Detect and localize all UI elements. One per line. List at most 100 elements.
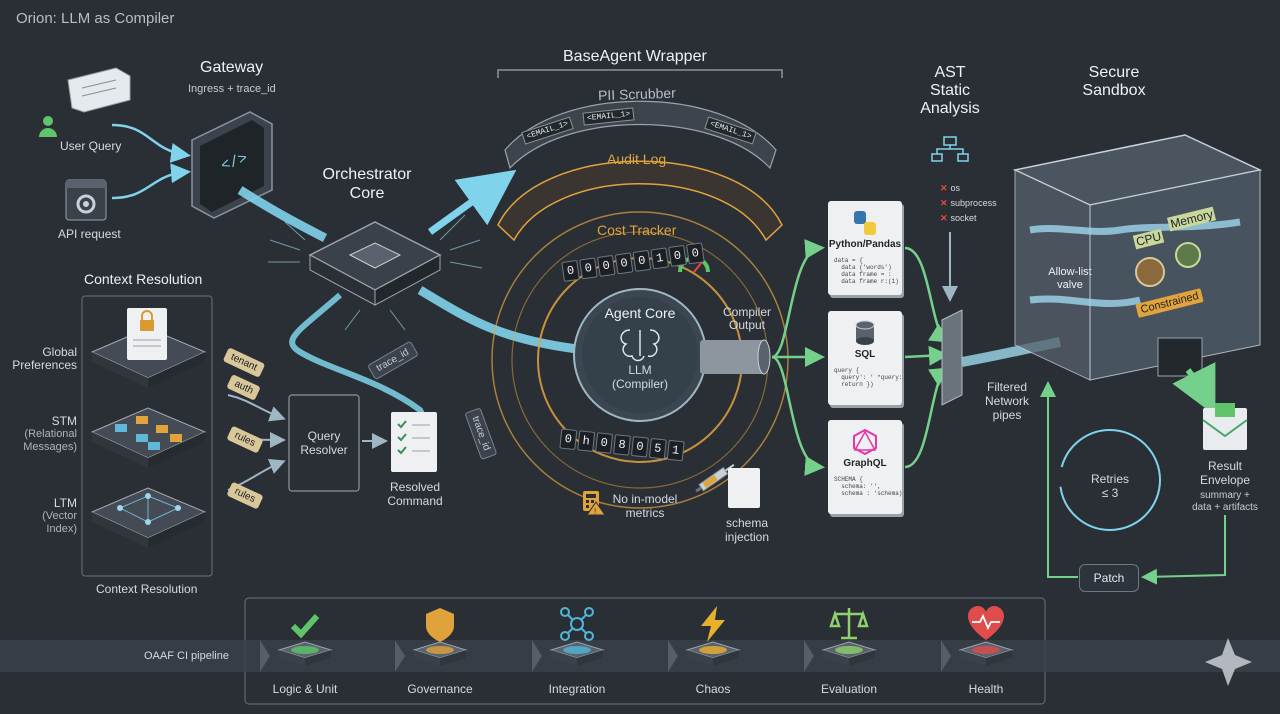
- python-icon: [828, 201, 902, 241]
- counter-digit: 0: [686, 242, 705, 265]
- schema-injection-line1: schema: [725, 516, 769, 530]
- result-line1: Result: [1207, 459, 1242, 473]
- pipeline-stage-label: Logic & Unit: [272, 682, 338, 696]
- counter-digit: 0: [579, 257, 598, 280]
- lightning-icon: [693, 604, 733, 644]
- context-layer-detail: (Relational: [24, 428, 77, 440]
- filtered-pipes-line2: Network: [984, 394, 1029, 408]
- heart-icon: [966, 604, 1006, 644]
- gateway-beam: [237, 186, 328, 242]
- compiler-output-pipe: [700, 339, 771, 375]
- counter-digit: 8: [613, 434, 632, 456]
- blocked-x-icon: ✕: [940, 183, 948, 193]
- no-metrics-line2: metrics: [625, 506, 665, 520]
- context-layers: [90, 327, 207, 548]
- counter-digit: 0: [561, 259, 580, 282]
- shield-icon: [420, 604, 460, 644]
- envelope-icon: [1202, 403, 1248, 450]
- ast-title-line3: Analysis: [920, 100, 980, 117]
- orchestrator-title-line2: Core: [349, 185, 385, 202]
- user-query-label: User Query: [60, 139, 122, 153]
- schema-document-icon: [728, 468, 760, 508]
- pipeline-stage-label: Governance: [407, 682, 473, 696]
- context-resolution-footer: Context Resolution: [96, 582, 198, 596]
- counter-digit: 1: [666, 439, 685, 462]
- pii-scrubber-label: PII Scrubber: [597, 84, 677, 104]
- counter-digit: 5: [648, 437, 667, 460]
- pipeline-pedestal: [685, 640, 741, 668]
- scale-icon: [829, 604, 869, 644]
- outer-ring: [491, 211, 789, 509]
- page-title: Orion: LLM as Compiler: [16, 10, 175, 27]
- sandbox-cube: [1012, 134, 1263, 381]
- sparkle-icon: [1205, 638, 1252, 686]
- blocked-module: ✕socket: [940, 213, 977, 224]
- query-resolver-line2: Resolver: [300, 443, 348, 457]
- compiler-output-line2: Output: [728, 318, 766, 332]
- filtered-pipes-line3: pipes: [992, 408, 1022, 422]
- network-icon: [557, 604, 597, 644]
- counter-digit: 0: [614, 252, 634, 275]
- gateway-box: [191, 111, 273, 219]
- context-frame: [81, 295, 213, 577]
- api-request-arrow: [111, 163, 191, 200]
- wrapper-bracket: [497, 69, 783, 78]
- compiler-output-line1: Compiler: [722, 305, 771, 319]
- brain-icon: [620, 329, 660, 362]
- patch-button[interactable]: Patch: [1079, 564, 1139, 592]
- user-query-arrow: [111, 123, 191, 163]
- orchestrator-agent-beam: [417, 286, 586, 355]
- counter-digit: h: [577, 430, 596, 452]
- context-layer-detail: Messages): [23, 441, 77, 453]
- no-metrics-line1: No in-model: [612, 492, 678, 506]
- result-detail-line2: data + artifacts: [1192, 502, 1258, 513]
- pipeline-stage-label: Health: [968, 682, 1004, 696]
- blocked-module-label: os: [950, 183, 961, 193]
- api-request-label: API request: [58, 227, 121, 241]
- counter-digit: 0: [630, 435, 649, 458]
- counter-digit: 1: [650, 247, 670, 270]
- blocked-module-label: subprocess: [950, 198, 997, 208]
- retries-line2: ≤ 3: [1101, 486, 1119, 500]
- pipeline-chevron: [260, 640, 270, 672]
- pipeline-pedestal: [958, 640, 1014, 668]
- resolved-command-document: [391, 412, 437, 472]
- chat-bubble-icon: [64, 60, 132, 116]
- context-layer-label: LTM: [53, 496, 77, 510]
- result-line2: Envelope: [1199, 473, 1251, 487]
- agent-core-compiler: (Compiler): [611, 377, 668, 391]
- orchestrator-to-wrapper-arrow: [427, 169, 517, 235]
- api-window-icon: [64, 178, 108, 222]
- context-layer-label: Global: [42, 345, 77, 359]
- result-detail-line1: summary +: [1200, 490, 1250, 501]
- blocked-module: ✕subprocess: [940, 198, 997, 209]
- pipeline-pedestal: [549, 640, 605, 668]
- counter-digit: 0: [595, 432, 614, 454]
- counter-digit: 0: [668, 244, 687, 267]
- pipeline-chevron: [395, 640, 405, 672]
- database-icon: [828, 311, 902, 351]
- pipeline-chevron: [532, 640, 542, 672]
- schema-injection-line2: injection: [724, 530, 770, 544]
- context-layer-label: Preferences: [12, 358, 77, 372]
- output-doc-title: SQL: [854, 349, 876, 360]
- allow-list-line2: valve: [1057, 279, 1083, 291]
- output-doc-code: data = { data ('words') data frame = : d…: [834, 257, 899, 285]
- ast-title-line1: AST: [934, 64, 966, 81]
- pipeline-stage-label: Chaos: [695, 682, 731, 696]
- preferences-document: [127, 308, 167, 360]
- agent-core-llm: LLM: [628, 363, 652, 377]
- pipeline-label: OAAF CI pipeline: [144, 650, 229, 662]
- blocked-module-label: socket: [950, 213, 977, 223]
- orchestrator-resolver-beam: [289, 292, 433, 432]
- graphql-icon: [828, 420, 902, 460]
- output-doc-code: query { query': ' *query: return }): [834, 367, 903, 388]
- pipeline-chevron: [804, 640, 814, 672]
- query-resolver-line1: Query: [307, 429, 341, 443]
- ast-tree-icon: [931, 136, 969, 162]
- ast-title-line2: Static: [929, 82, 970, 99]
- resolved-command-line2: Command: [387, 494, 443, 508]
